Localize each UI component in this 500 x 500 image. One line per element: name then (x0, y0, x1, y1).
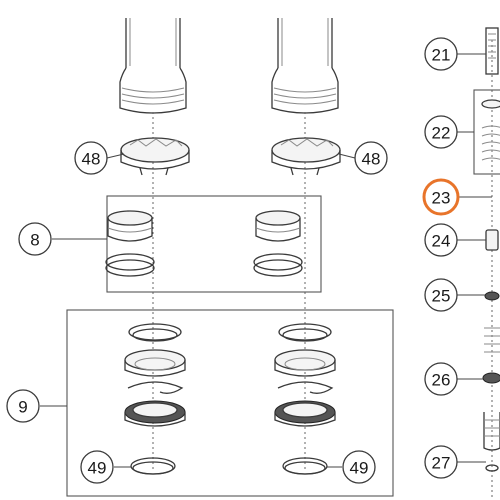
seal-set-9-right (274, 323, 336, 475)
fork-tube-left (119, 18, 187, 114)
callout-22[interactable]: 22 (424, 115, 458, 149)
callout-label: 49 (350, 459, 369, 478)
callout-23-highlighted[interactable]: 23 (422, 178, 460, 216)
fork-tube-right (271, 18, 339, 114)
valve-26 (482, 327, 500, 384)
leader-lines (40, 53, 492, 468)
callout-label: 25 (432, 287, 451, 306)
callout-48-left[interactable]: 48 (74, 141, 108, 175)
rod-part-24 (485, 229, 499, 251)
callout-8[interactable]: 8 (18, 222, 52, 256)
callout-label: 22 (432, 124, 451, 143)
callout-label: 49 (88, 459, 107, 478)
callout-label: 23 (432, 189, 451, 208)
callout-label: 21 (432, 46, 451, 65)
callout-label: 24 (432, 232, 451, 251)
callout-label: 27 (432, 454, 451, 473)
callout-25[interactable]: 25 (424, 278, 458, 312)
callout-label: 48 (362, 150, 381, 169)
callout-label: 8 (30, 231, 39, 250)
callout-24[interactable]: 24 (424, 223, 458, 257)
callout-21[interactable]: 21 (424, 37, 458, 71)
callout-9[interactable]: 9 (6, 389, 40, 423)
group-box-8 (106, 195, 322, 293)
callout-49-left[interactable]: 49 (80, 450, 114, 484)
clip-48-right (271, 137, 341, 176)
callout-27[interactable]: 27 (424, 445, 458, 479)
callout-label: 26 (432, 371, 451, 390)
group-box-9 (66, 309, 394, 497)
callout-49-right[interactable]: 49 (342, 450, 376, 484)
bushing-8-right (253, 210, 303, 277)
callout-26[interactable]: 26 (424, 362, 458, 396)
bushing-8-left (105, 210, 155, 277)
clip-48-left (120, 137, 190, 176)
callout-48-right[interactable]: 48 (354, 141, 388, 175)
callout-label: 9 (18, 398, 27, 417)
washer-25 (484, 291, 500, 301)
spring-stack-22 (481, 99, 500, 161)
cartridge-top-21 (485, 27, 499, 75)
callout-label: 48 (82, 150, 101, 169)
seal-set-9-left (124, 323, 186, 475)
